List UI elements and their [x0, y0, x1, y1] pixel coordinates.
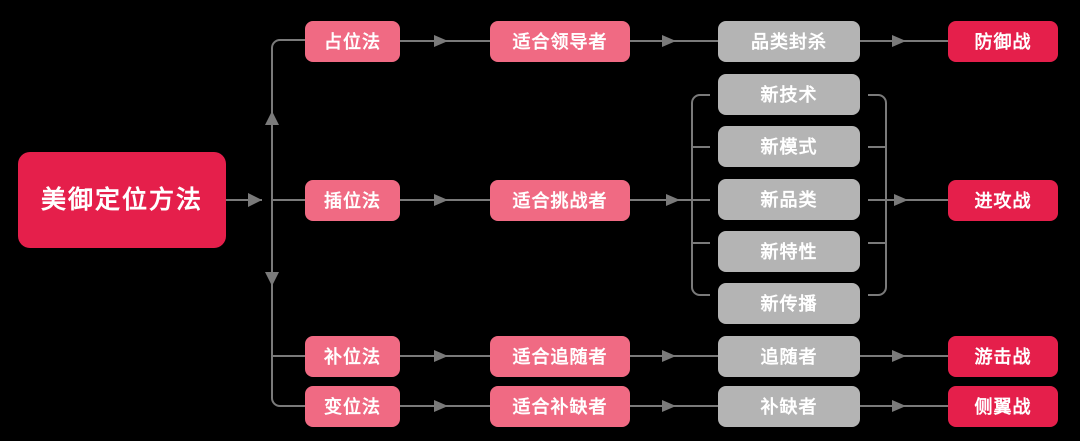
fit-node-1[interactable]: 适合领导者 — [490, 21, 630, 62]
tactic-node-4-0[interactable]: 补缺者 — [718, 386, 860, 427]
tactic-node-2-2[interactable]: 新品类 — [718, 179, 860, 220]
method-node-1-label: 占位法 — [324, 31, 381, 52]
fit-node-4-label: 适合补缺者 — [512, 396, 608, 417]
arrowhead-r1-fit-tactic — [662, 35, 676, 47]
arrowhead-r2-method-fit — [434, 194, 448, 206]
arrowhead-r3-fit-tactic — [662, 350, 676, 362]
fit-node-4[interactable]: 适合补缺者 — [490, 386, 630, 427]
tactic-node-3-0[interactable]: 追随者 — [718, 336, 860, 377]
method-node-2-label: 插位法 — [324, 190, 381, 211]
tactic-node-4-0-label: 补缺者 — [760, 396, 818, 417]
arrowhead-r1-tactic-war — [892, 35, 906, 47]
tactic-node-2-1-label: 新模式 — [760, 136, 818, 157]
tactic-node-2-3-label: 新特性 — [760, 241, 818, 262]
arrowhead-r2-fit-cluster — [666, 194, 680, 206]
tactic-node-2-1[interactable]: 新模式 — [718, 126, 860, 167]
arrowhead-r3-method-fit — [434, 350, 448, 362]
war-node-4[interactable]: 侧翼战 — [948, 386, 1058, 427]
wire-trunk-vertical-down — [271, 200, 305, 407]
tactic-node-1-0-label: 品类封杀 — [751, 31, 827, 52]
wire-cluster-left-bracket — [691, 94, 710, 296]
arrowhead-r2-cluster-war — [894, 194, 908, 206]
tactic-node-2-0[interactable]: 新技术 — [718, 74, 860, 115]
tactic-node-2-0-label: 新技术 — [760, 84, 818, 105]
arrowhead-trunk-up — [265, 111, 279, 125]
tactic-node-3-0-label: 追随者 — [760, 346, 818, 367]
fit-node-3-label: 适合追随者 — [512, 346, 608, 367]
war-node-3[interactable]: 游击战 — [948, 336, 1058, 377]
arrowhead-r1-method-fit — [434, 35, 448, 47]
tactic-node-2-2-label: 新品类 — [760, 189, 818, 210]
arrowhead-trunk-down — [265, 272, 279, 286]
fit-node-2-label: 适合挑战者 — [512, 190, 608, 211]
method-node-1[interactable]: 占位法 — [305, 21, 400, 62]
arrowhead-r4-fit-tactic — [662, 400, 676, 412]
war-node-4-label: 侧翼战 — [974, 396, 1032, 417]
fit-node-2[interactable]: 适合挑战者 — [490, 180, 630, 221]
tactic-node-2-3[interactable]: 新特性 — [718, 231, 860, 272]
arrowhead-root-to-trunk — [248, 193, 262, 207]
tactic-node-2-4[interactable]: 新传播 — [718, 283, 860, 324]
wire-cluster-right-bracket — [868, 94, 887, 296]
war-node-3-label: 游击战 — [974, 346, 1032, 367]
method-node-4-label: 变位法 — [324, 396, 381, 417]
fit-node-1-label: 适合领导者 — [512, 31, 608, 52]
tactic-node-1-0[interactable]: 品类封杀 — [718, 21, 860, 62]
method-node-2[interactable]: 插位法 — [305, 180, 400, 221]
war-node-2[interactable]: 进攻战 — [948, 180, 1058, 221]
fit-node-3[interactable]: 适合追随者 — [490, 336, 630, 377]
tactic-node-2-4-label: 新传播 — [760, 293, 818, 314]
wire-trunk-vertical — [271, 39, 305, 200]
war-node-1-label: 防御战 — [974, 31, 1032, 52]
root-node[interactable]: 美御定位方法 — [18, 152, 226, 248]
method-node-3-label: 补位法 — [324, 346, 381, 367]
root-node-label: 美御定位方法 — [40, 185, 203, 214]
war-node-1[interactable]: 防御战 — [948, 21, 1058, 62]
arrowhead-r4-tactic-war — [892, 400, 906, 412]
war-node-2-label: 进攻战 — [974, 190, 1032, 211]
method-node-3[interactable]: 补位法 — [305, 336, 400, 377]
arrowhead-r3-tactic-war — [892, 350, 906, 362]
arrowhead-r4-method-fit — [434, 400, 448, 412]
method-node-4[interactable]: 变位法 — [305, 386, 400, 427]
